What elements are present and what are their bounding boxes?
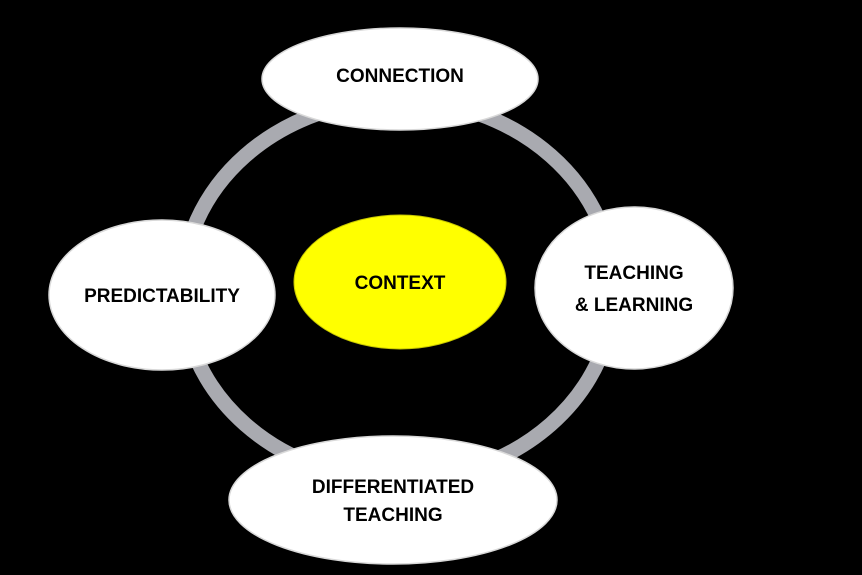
node-teaching-learning-label-line-2: & LEARNING (575, 295, 693, 316)
center-node-context-label: CONTEXT (355, 273, 446, 294)
node-predictability-label: PREDICTABILITY (84, 286, 240, 307)
node-teaching-learning-label-line-1: TEACHING (584, 263, 683, 284)
node-teaching-learning-shape (534, 206, 734, 370)
node-connection-shape (261, 27, 539, 131)
center-node-context-shape (293, 214, 507, 350)
node-predictability-shape (48, 219, 276, 371)
node-differentiated-teaching-label-line-2: TEACHING (343, 505, 442, 526)
node-differentiated-teaching-shape (228, 435, 558, 565)
node-connection-label: CONNECTION (336, 66, 464, 87)
node-differentiated-teaching-label-line-1: DIFFERENTIATED (312, 477, 474, 498)
